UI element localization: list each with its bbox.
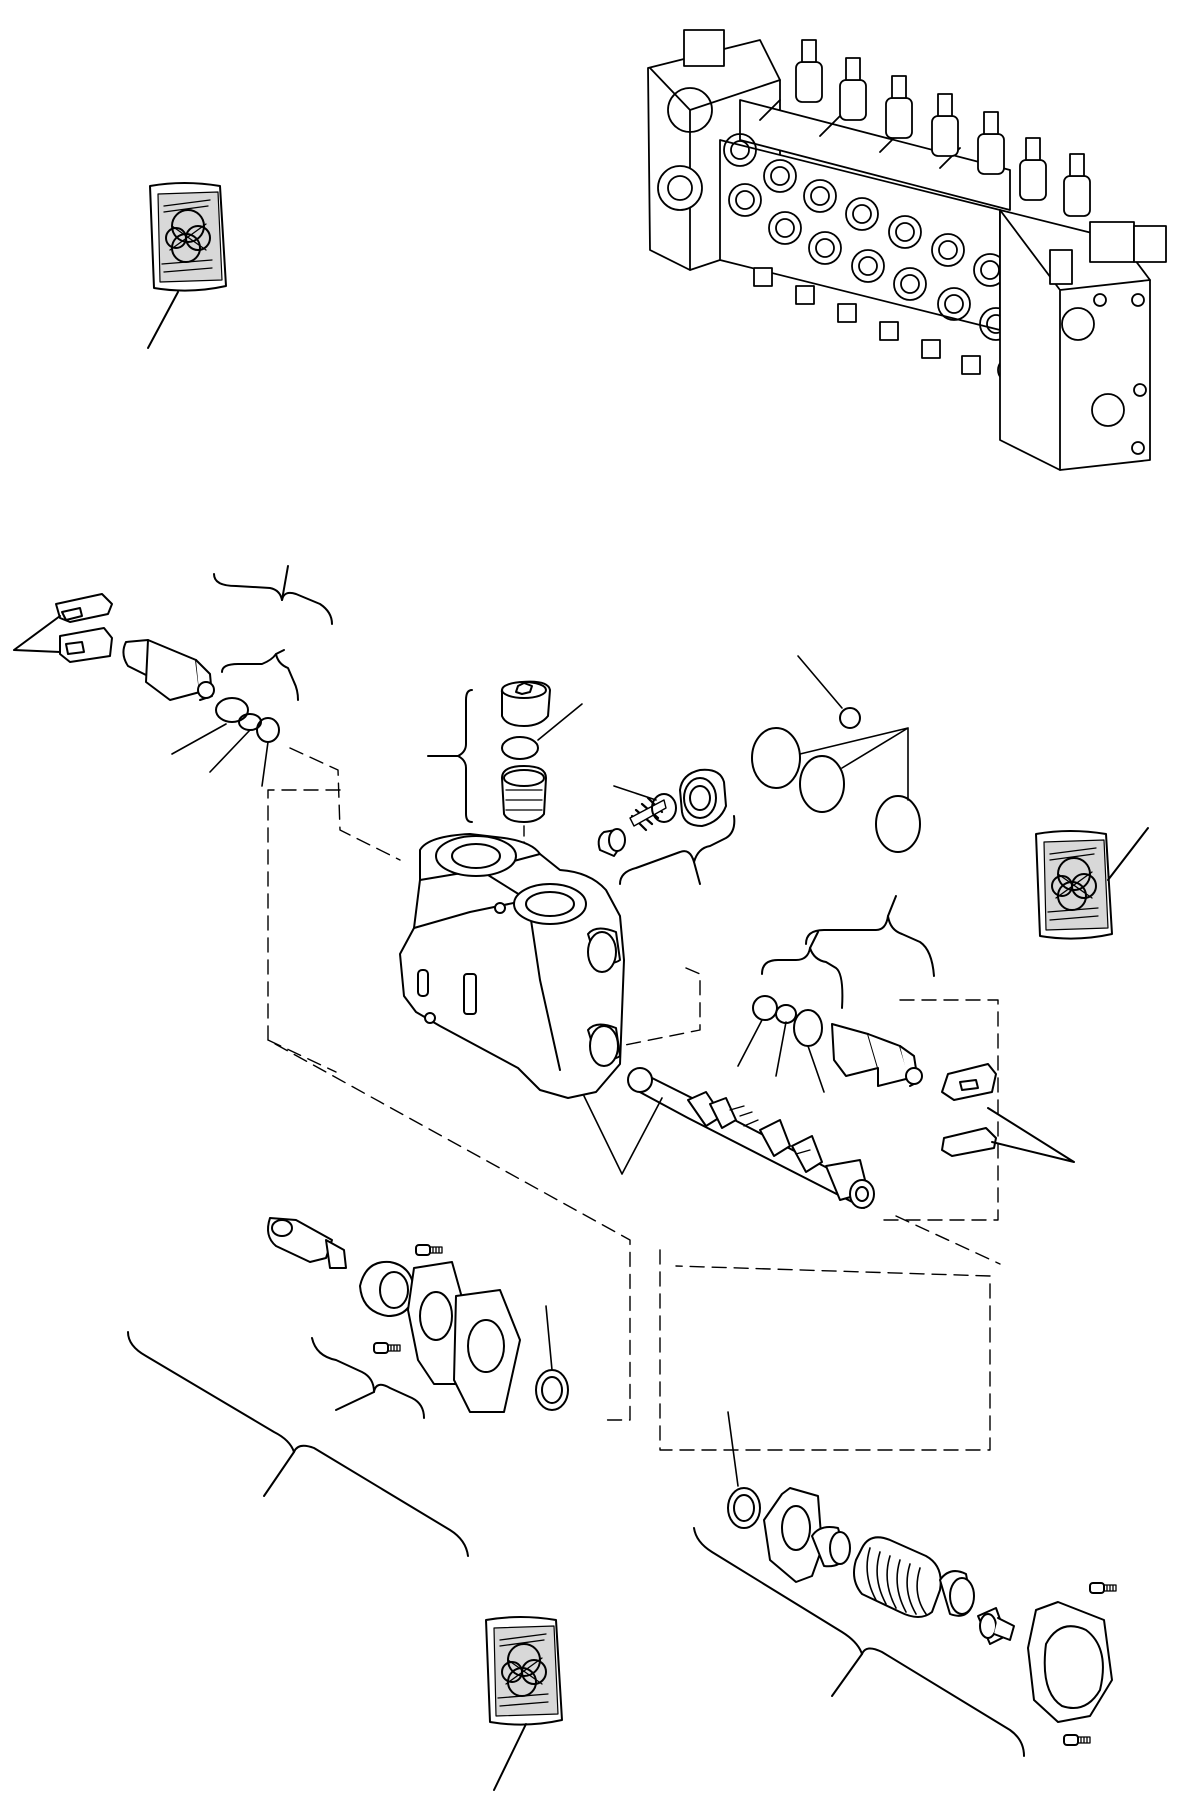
relief-valve-left (13, 565, 401, 861)
spring-side-parts (693, 1411, 1117, 1757)
clip-icon (941, 1063, 997, 1157)
screw-icon (1063, 1734, 1091, 1746)
valve-assembly-icon (647, 29, 1167, 471)
seal-plate-icon (359, 1260, 415, 1317)
clevis-icon (267, 1217, 347, 1269)
o-ring-icon (751, 727, 801, 789)
o-ring-icon (215, 697, 249, 723)
flange-plate-icon (407, 1261, 521, 1413)
screw-icon (1089, 1582, 1117, 1594)
relief-cartridge-icon (122, 639, 215, 701)
hex-plug-icon (500, 680, 551, 727)
load-check-group (597, 768, 736, 885)
o-ring-set (751, 655, 921, 853)
relief-valve-right (619, 895, 1075, 1163)
spring-icon (853, 1536, 942, 1618)
spring-seat-icon (939, 1570, 975, 1617)
cap-icon (1027, 1601, 1113, 1723)
o-ring-icon (752, 995, 778, 1021)
o-ring-icon (799, 755, 845, 813)
o-ring-icon (651, 793, 677, 823)
bolt-icon (977, 1607, 1015, 1645)
valve-section-body (399, 833, 625, 1099)
flange-plate-icon (763, 1487, 823, 1583)
assembly-guides (267, 789, 1001, 1451)
o-ring-icon (727, 1487, 761, 1529)
check-poppet-icon (501, 765, 547, 823)
o-ring-icon (501, 736, 539, 760)
spool-icon (627, 1067, 875, 1209)
clip-icon (55, 593, 113, 663)
o-ring-icon (793, 1009, 823, 1047)
o-ring-icon (839, 707, 861, 729)
o-ring-icon (256, 717, 280, 743)
poppet-icon (597, 828, 626, 857)
lever-side-parts (127, 1217, 569, 1557)
o-ring-icon (775, 1004, 797, 1024)
relief-cartridge-icon (831, 1023, 923, 1087)
seal-kit-icon-bottom (485, 1616, 563, 1791)
o-ring-icon (875, 795, 921, 853)
port-plug-group (427, 680, 583, 871)
seal-kit-icon-right (1035, 827, 1149, 940)
seal-kit-icon-top-left (147, 182, 227, 349)
screw-icon (373, 1342, 401, 1354)
plug-icon (679, 768, 727, 827)
spring-seat-icon (811, 1526, 851, 1568)
screw-icon (415, 1244, 443, 1256)
